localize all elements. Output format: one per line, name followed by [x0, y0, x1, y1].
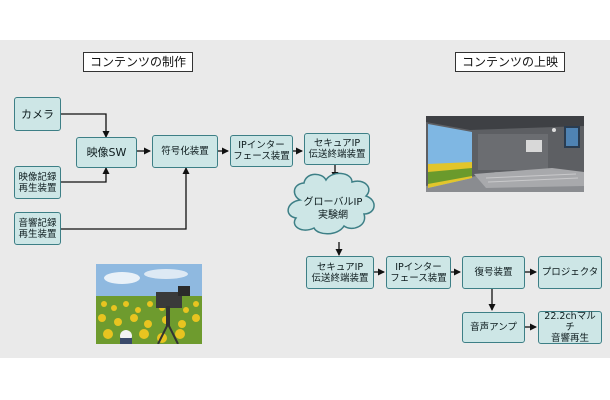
projector-label: プロジェクタ	[541, 267, 599, 278]
secure-ip-rx-label: セキュアIP 伝送終端装置	[311, 261, 369, 284]
camera-label: カメラ	[21, 107, 54, 121]
secure-ip-tx-label: セキュアIP 伝送終端装置	[308, 138, 366, 160]
ip-interface-tx-label: IPインター フェース装置	[233, 140, 290, 162]
projector-node: プロジェクタ	[538, 256, 602, 289]
ip-interface-rx-label: IPインター フェース装置	[390, 261, 447, 284]
camera-node: カメラ	[14, 97, 61, 131]
secure-ip-tx-node: セキュアIP 伝送終端装置	[304, 133, 370, 165]
video-switch-node: 映像SW	[76, 137, 137, 168]
video-recorder-label: 映像記録 再生装置	[18, 171, 57, 194]
secure-ip-rx-node: セキュアIP 伝送終端装置	[306, 256, 374, 289]
sunflower-field-photo	[96, 264, 202, 344]
theater-photo	[426, 116, 584, 192]
ip-interface-rx-node: IPインター フェース装置	[386, 256, 451, 289]
decoder-node: 復号装置	[462, 256, 525, 289]
encoder-label: 符号化装置	[161, 146, 209, 157]
ip-interface-tx-node: IPインター フェース装置	[230, 135, 293, 167]
sound-playback-label: 22.2chマルチ 音響再生	[544, 311, 596, 344]
screening-title: コンテンツの上映	[455, 52, 566, 72]
audio-amp-label: 音声アンプ	[470, 322, 517, 333]
sound-playback-node: 22.2chマルチ 音響再生	[538, 311, 602, 344]
audio-recorder-node: 音響記録 再生装置	[14, 212, 61, 245]
audio-amp-node: 音声アンプ	[462, 312, 525, 343]
video-switch-label: 映像SW	[86, 146, 127, 159]
decoder-label: 復号装置	[474, 267, 513, 278]
network-cloud-shape	[287, 172, 375, 235]
network-label: グローバルIP 実験網	[303, 197, 363, 221]
encoder-node: 符号化装置	[152, 135, 218, 168]
video-recorder-node: 映像記録 再生装置	[14, 166, 61, 199]
audio-recorder-label: 音響記録 再生装置	[18, 217, 57, 240]
production-title: コンテンツの制作	[83, 52, 194, 72]
